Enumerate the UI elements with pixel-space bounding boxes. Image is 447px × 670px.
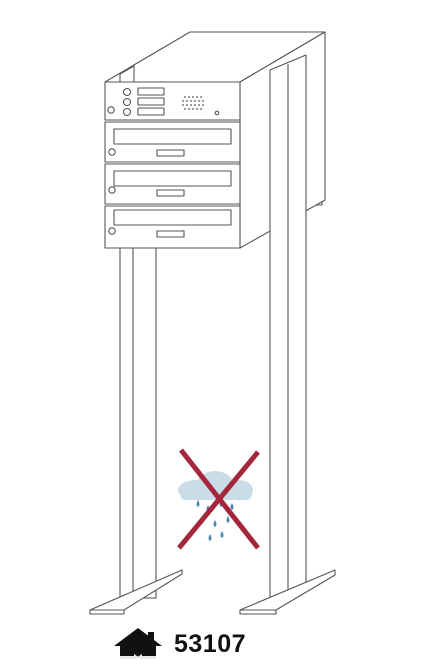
nameplate bbox=[156, 189, 185, 197]
nameplate-1 bbox=[137, 87, 165, 96]
lock-icon bbox=[108, 148, 116, 156]
product-footer: 53107 bbox=[112, 626, 246, 662]
letter-slot bbox=[113, 209, 232, 226]
mailbox-2 bbox=[104, 163, 241, 205]
intercom-panel bbox=[104, 81, 241, 121]
right-post bbox=[239, 54, 336, 615]
nameplate-3 bbox=[137, 107, 165, 116]
lock-icon bbox=[108, 227, 116, 235]
house-icon bbox=[114, 628, 162, 662]
letter-slot bbox=[113, 128, 232, 145]
letter-slot bbox=[113, 170, 232, 187]
nameplate bbox=[156, 149, 185, 157]
left-post bbox=[89, 247, 183, 615]
nameplate bbox=[156, 230, 185, 238]
camera-icon bbox=[214, 110, 220, 116]
speaker-grille-icon bbox=[182, 96, 204, 110]
lock-icon bbox=[107, 106, 115, 114]
nameplate-2 bbox=[137, 97, 165, 106]
cross-mark-icon bbox=[177, 448, 260, 550]
mailbox-1 bbox=[104, 121, 241, 163]
bell-button-2 bbox=[122, 97, 132, 107]
mailbox-3 bbox=[104, 205, 241, 249]
bell-button-3 bbox=[122, 107, 132, 117]
bell-button-1 bbox=[122, 87, 132, 97]
article-number: 53107 bbox=[174, 629, 247, 658]
lock-icon bbox=[108, 186, 116, 194]
